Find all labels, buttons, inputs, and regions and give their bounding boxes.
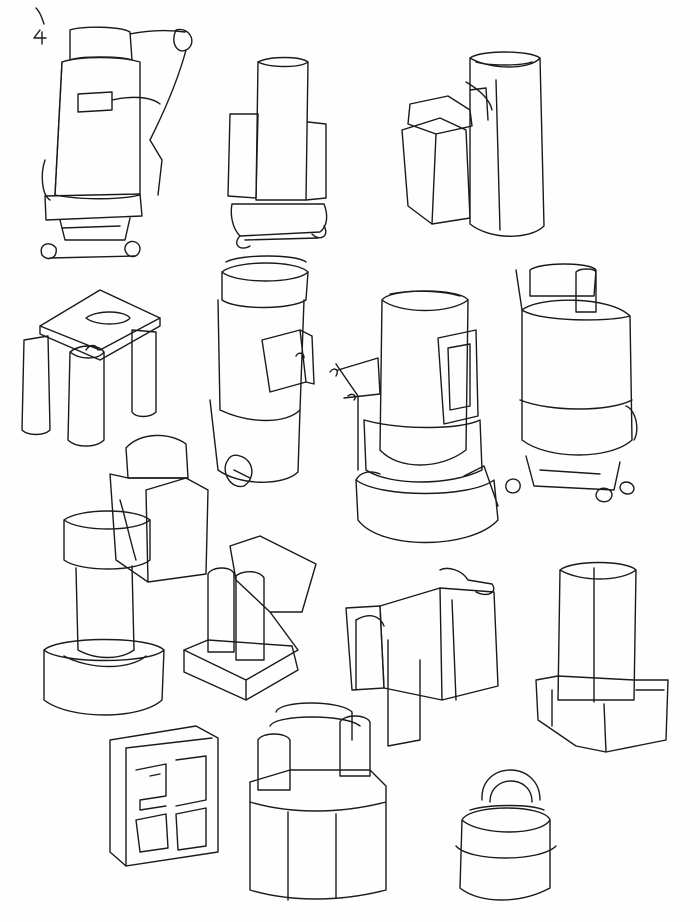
twin-cylinder-base-sketch [183, 535, 317, 701]
tower-on-base-sketch [535, 561, 669, 753]
drum-on-wheels-sketch [505, 263, 638, 503]
square-panel-sketch [109, 725, 219, 867]
canister-with-box-sketch [401, 51, 545, 237]
pedestal-cylinder-sketch [43, 510, 165, 716]
page-number-mark [33, 7, 47, 45]
tall-drum-with-box-sketch [209, 255, 339, 488]
seat-back-sketch [109, 434, 209, 583]
small-handle-pot-sketch [455, 769, 557, 901]
frame-module-sketch [345, 567, 499, 747]
upright-vacuum-sketch [40, 26, 193, 260]
twin-tank-sketch [227, 56, 328, 249]
handle-box-sketch [249, 702, 387, 901]
table-leg-sketch [21, 289, 161, 447]
large-drum-on-base-sketch [335, 290, 499, 544]
